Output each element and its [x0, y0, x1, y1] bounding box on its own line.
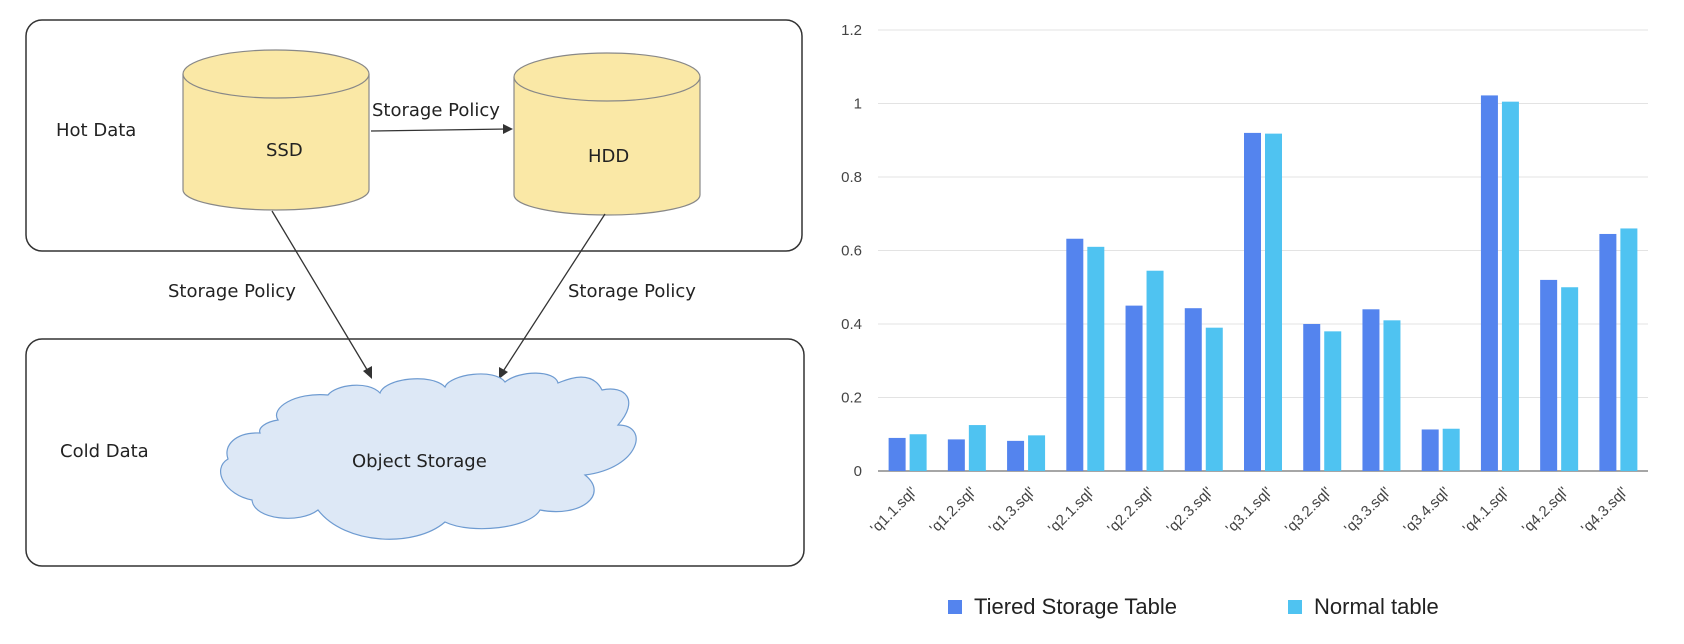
y-tick-label: 1.2	[841, 22, 862, 39]
bars-layer	[888, 95, 1638, 471]
y-tick-label: 0.6	[841, 243, 862, 260]
object-storage-label: Object Storage	[352, 451, 487, 472]
legend-label: Normal table	[1314, 594, 1439, 619]
bar-tiered	[1599, 233, 1617, 471]
ssd-label: SSD	[266, 140, 303, 161]
cold-data-label: Cold Data	[60, 441, 149, 462]
x-tick-label: 'q4.3.sql'	[1578, 484, 1631, 537]
bar-tiered	[1244, 132, 1261, 471]
arrowhead-hdd-to-object	[499, 367, 508, 379]
y-tick-label: 0.4	[841, 316, 862, 333]
x-tick-label: 'q2.3.sql'	[1163, 484, 1216, 537]
x-tick-label: 'q4.1.sql'	[1460, 484, 1513, 537]
x-tick-label: 'q1.2.sql'	[926, 484, 979, 537]
bar-tiered	[1125, 305, 1143, 471]
bar-normal	[1620, 228, 1638, 471]
y-tick-label: 0.2	[841, 390, 862, 407]
y-tick-label: 0.8	[841, 169, 862, 186]
grid-layer	[878, 29, 1648, 472]
bar-tiered	[1007, 440, 1025, 471]
bar-tiered	[1362, 309, 1380, 471]
bar-normal	[1324, 331, 1342, 471]
legend: Tiered Storage Table Normal table	[948, 594, 1439, 619]
x-tick-label: 'q3.4.sql'	[1400, 484, 1453, 537]
x-tick-label: 'q3.3.sql'	[1341, 484, 1394, 537]
bar-tiered	[1480, 95, 1498, 471]
bar-normal	[968, 425, 986, 471]
bar-normal	[1205, 327, 1223, 471]
ssd-cylinder	[182, 49, 370, 211]
y-tick-label: 0	[854, 463, 862, 480]
bar-normal	[1087, 246, 1105, 471]
arrow-hdd-to-object	[501, 213, 606, 374]
arrow-ssd-to-object	[271, 210, 370, 374]
bar-normal	[1146, 270, 1164, 471]
bar-normal	[1501, 101, 1519, 471]
policy-label-ssd-hdd: Storage Policy	[372, 100, 500, 121]
arrowhead-ssd-to-hdd	[503, 124, 513, 134]
legend-swatch	[1288, 600, 1302, 614]
bar-tiered	[1303, 324, 1321, 471]
hot-data-box	[25, 19, 803, 252]
x-tick-label: 'q2.1.sql'	[1045, 484, 1098, 537]
bar-tiered	[947, 439, 965, 471]
bar-normal	[1028, 435, 1046, 471]
x-tick-label: 'q3.1.sql'	[1223, 484, 1276, 537]
cold-data-box	[25, 338, 805, 567]
arrowhead-ssd-to-object	[363, 366, 372, 379]
legend-swatch	[948, 600, 962, 614]
bar-tiered	[1540, 279, 1558, 471]
arrow-ssd-to-hdd	[370, 128, 509, 132]
y-tick-label: 1	[854, 96, 862, 113]
hdd-label: HDD	[588, 146, 629, 167]
x-tick-label: 'q1.3.sql'	[986, 484, 1039, 537]
hdd-cylinder	[513, 52, 701, 216]
bar-tiered	[888, 437, 906, 471]
storage-diagram: Hot Data SSD HDD Storage Policy Storage …	[25, 19, 805, 567]
hot-data-label: Hot Data	[56, 120, 136, 141]
bar-normal	[1383, 320, 1401, 471]
bar-normal	[1265, 133, 1282, 471]
policy-label-ssd-object: Storage Policy	[168, 281, 296, 302]
legend-label: Tiered Storage Table	[974, 594, 1177, 619]
x-tick-label: 'q4.2.sql'	[1519, 484, 1572, 537]
bar-normal	[1442, 428, 1460, 471]
policy-label-hdd-object: Storage Policy	[568, 281, 696, 302]
bar-normal	[909, 434, 927, 471]
bar-tiered	[1421, 429, 1439, 471]
bar-tiered	[1066, 238, 1084, 471]
bar-normal	[1561, 287, 1579, 471]
x-tick-label: 'q1.1.sql'	[867, 484, 920, 537]
x-tick-label: 'q2.2.sql'	[1104, 484, 1157, 537]
object-storage-cloud	[220, 372, 637, 540]
bar-tiered	[1184, 308, 1202, 471]
x-tick-label: 'q3.2.sql'	[1282, 484, 1335, 537]
